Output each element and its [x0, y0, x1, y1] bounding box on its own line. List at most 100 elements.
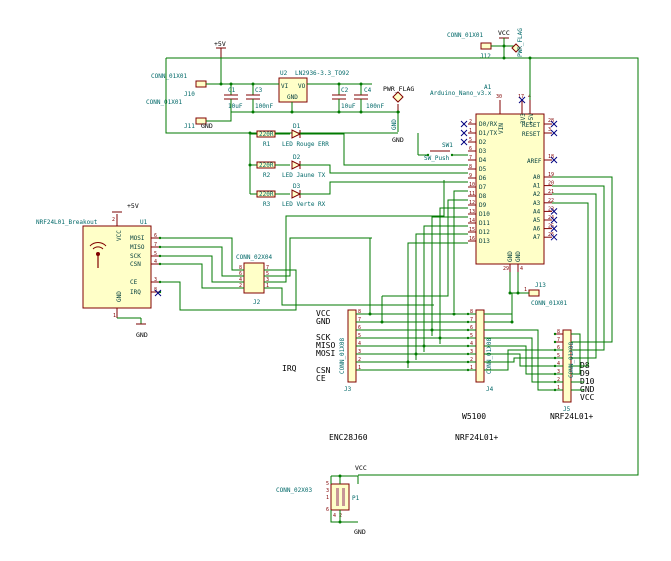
gnd-pwr-vert: GND — [391, 119, 398, 130]
p1-pin5: 5 — [326, 481, 329, 487]
u1-pin-num: 7 — [154, 242, 157, 248]
p1-pin2: 2 — [339, 513, 342, 519]
j11-ref: J11 — [184, 123, 195, 130]
a1-pin-num-right: 26 — [548, 232, 554, 238]
a1-pin-name-left: D0/RX — [479, 121, 497, 128]
d2-ref: D2 — [293, 154, 301, 161]
nrf-label-2: NRF24L01+ — [550, 412, 594, 421]
u1-pin-name: CE — [130, 279, 138, 286]
j5-value: CONN_01X08 — [568, 341, 575, 378]
a1-pin-num-left: 1 — [469, 128, 472, 134]
a1-pin-num-right: 21 — [548, 189, 554, 195]
r1-value: 220R — [259, 131, 274, 138]
a1-pin-num-left: 8 — [469, 164, 472, 170]
a1-pin-name-left: D3 — [479, 148, 487, 155]
u1-pin-name: CSN — [130, 261, 141, 268]
j3-value: CONN_01X08 — [339, 337, 346, 374]
a1-pin-num-right: 25 — [548, 224, 554, 230]
r1-ref: R1 — [263, 141, 271, 148]
conn-pin-num: 8 — [470, 309, 473, 315]
j2-ref: J2 — [253, 299, 261, 306]
u1-pin-name: IRQ — [130, 289, 141, 296]
u1-pin-name: SCK — [130, 253, 141, 260]
j12-connector — [480, 42, 492, 50]
conn-pin-num: 7 — [358, 317, 361, 323]
a1-pin-num-right: 23 — [548, 206, 554, 212]
j10-value: CONN_01X01 — [151, 73, 188, 80]
a1-pin-num-left: 15 — [469, 227, 475, 233]
conn-pin-num: 4 — [470, 341, 473, 347]
u1-pin-num: 5 — [154, 251, 157, 257]
plus5v-top: +5V — [214, 40, 226, 48]
p1-pin1: 1 — [326, 495, 329, 501]
conn-pin-num: 4 — [557, 361, 560, 367]
a1-pin-name-right: A4 — [533, 208, 541, 215]
conn-pin-num: 5 — [358, 333, 361, 339]
antenna-icon — [89, 242, 107, 268]
c1-value: 10uF — [228, 103, 243, 110]
u2-regulator — [278, 77, 308, 103]
r3-ref: R3 — [263, 201, 271, 208]
u1-pin1: 1 — [113, 313, 116, 319]
conn-pin-num: 6 — [470, 325, 473, 331]
r3-value: 220R — [259, 191, 274, 198]
u1-vcc: VCC — [116, 230, 123, 241]
j13-value: CONN_01X01 — [531, 300, 568, 307]
a1-pin-name-left: D6 — [479, 175, 487, 182]
j13-ref: J13 — [535, 282, 546, 289]
u1-pin-num: 3 — [154, 277, 157, 283]
a1-pin-num-left: 7 — [469, 155, 472, 161]
a1-pin-num-right: 22 — [548, 198, 554, 204]
a1-pin-num-left: 14 — [469, 218, 475, 224]
irq-label: IRQ — [282, 364, 297, 373]
conn-pin-num: 3 — [557, 369, 560, 375]
u1-pin-num: 4 — [154, 259, 157, 265]
u1-pin2: 2 — [112, 217, 115, 223]
a1-body — [475, 113, 545, 265]
j5-signal-label: D10 — [580, 377, 595, 386]
svg-text:7: 7 — [266, 265, 269, 271]
gnd-bottom: GND — [354, 528, 366, 536]
j3-ref: J3 — [344, 386, 352, 393]
svg-text:4: 4 — [239, 277, 242, 283]
a1-aref: AREF — [527, 158, 542, 165]
d3-value: LED Verte — [282, 201, 315, 208]
a1-pin-name-right: A6 — [533, 226, 541, 233]
a1-pin4b: 4 — [520, 266, 523, 272]
j4-ref: J4 — [486, 386, 494, 393]
enc28j60-label: ENC28J60 — [329, 433, 368, 442]
gnd-j11: GND — [201, 122, 213, 130]
c4-ref: C4 — [364, 87, 372, 94]
j12-ref: J12 — [480, 53, 491, 60]
u1-ref: U1 — [140, 219, 148, 226]
u1-pin-name: MOSI — [130, 235, 145, 242]
a1-3v3: 3V3 — [520, 113, 527, 124]
d1-value: LED Rouge — [282, 141, 315, 148]
gnd-pwr: GND — [392, 136, 404, 144]
p1-pin3: 3 — [326, 488, 329, 494]
sw1-ref: SW1 — [442, 142, 453, 149]
j3-signal-label: VCC — [316, 309, 331, 318]
c3-ref: C3 — [255, 87, 263, 94]
svg-text:8: 8 — [239, 265, 242, 271]
j13-pin: 1 — [524, 287, 527, 293]
conn-pin-num: 7 — [470, 317, 473, 323]
w5100-label: W5100 — [462, 412, 486, 421]
vcc-top: VCC — [498, 29, 510, 37]
a1-vin: VIN — [498, 123, 505, 134]
svg-text:3: 3 — [266, 277, 269, 283]
u2-value: LN2936-3.3_TO92 — [295, 70, 350, 77]
p1-pin4: 4 — [333, 513, 336, 519]
a1-pin-name-right: A1 — [533, 183, 541, 190]
a1-pin-num-left: 13 — [469, 209, 475, 215]
j10-ref: J10 — [184, 91, 195, 98]
d2-led — [291, 160, 302, 170]
p1-ref: P1 — [352, 495, 360, 502]
conn-pin-num: 6 — [358, 325, 361, 331]
a1-pin-name-left: D2 — [479, 139, 487, 146]
j3-signal-label: CSN — [316, 366, 331, 375]
conn-pin-num: 2 — [557, 377, 560, 383]
